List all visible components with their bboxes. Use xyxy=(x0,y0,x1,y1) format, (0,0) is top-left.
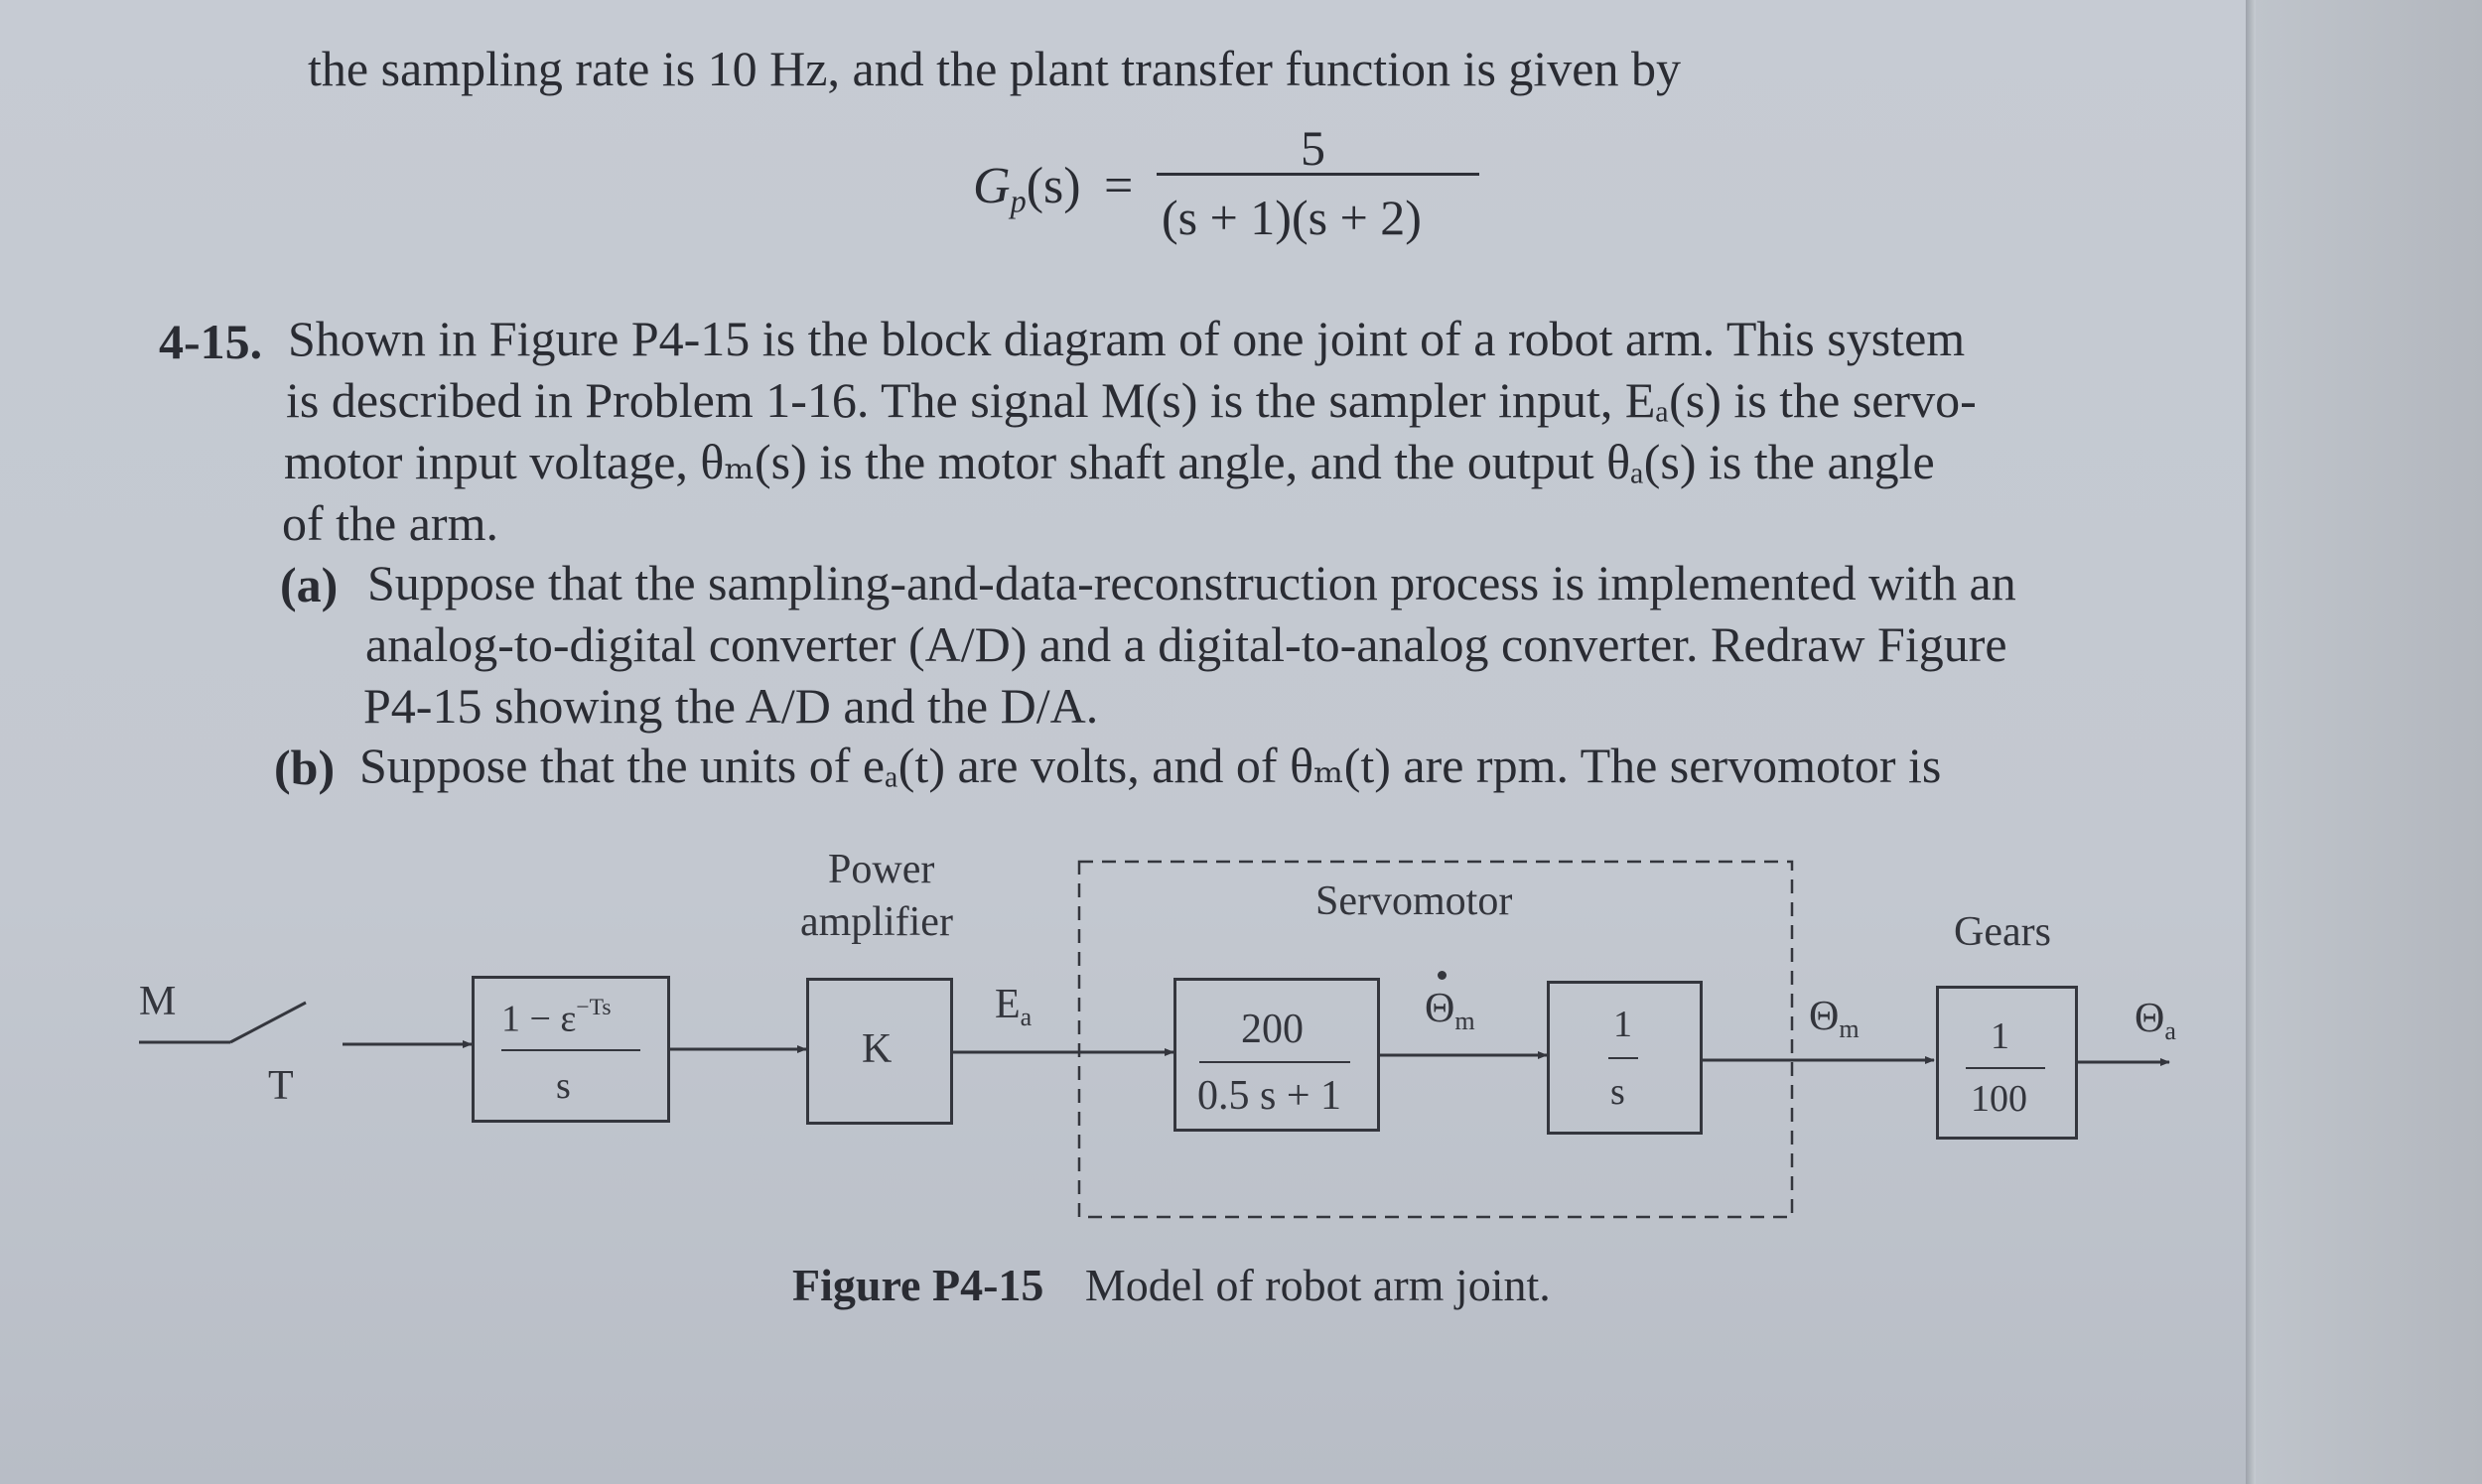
theta-dot-label: Θm xyxy=(1425,986,1475,1035)
gears-denominator: 100 xyxy=(1971,1078,2027,1120)
servo-fraction-bar xyxy=(1199,1061,1350,1063)
servomotor-title: Servomotor xyxy=(1315,878,1513,924)
adjacent-page xyxy=(2256,0,2482,1484)
part-b-line: Suppose that the units of eₐ(t) are volt… xyxy=(359,738,1942,793)
servo-denominator: 0.5 s + 1 xyxy=(1197,1073,1342,1119)
derivative-dot xyxy=(1438,971,1447,980)
integrator-denominator: s xyxy=(1610,1071,1625,1113)
gears-numerator: 1 xyxy=(1991,1015,2009,1057)
theta-m-label: Θm xyxy=(1809,994,1860,1043)
amp-block xyxy=(806,978,953,1125)
integrator-fraction-bar xyxy=(1608,1057,1638,1059)
problem-line: of the arm. xyxy=(282,495,498,551)
part-b-label: (b) xyxy=(274,740,336,795)
zoh-fraction-bar xyxy=(501,1049,640,1051)
caption-label: Figure P4-15 xyxy=(792,1260,1044,1310)
sampler-switch xyxy=(229,1001,307,1044)
equation-lhs: Gp(s) xyxy=(973,158,1081,219)
amp-title-line1: Power xyxy=(828,847,935,892)
problem-line: is described in Problem 1-16. The signal… xyxy=(286,372,1977,428)
problem-line: motor input voltage, θₘ(s) is the motor … xyxy=(284,434,1935,489)
page-edge xyxy=(2246,0,2256,1484)
textbook-page xyxy=(0,0,2252,1484)
equation-denominator: (s + 1)(s + 2) xyxy=(1162,190,1422,245)
figure-caption: Figure P4-15 Model of robot arm joint. xyxy=(792,1259,1551,1311)
gears-title: Gears xyxy=(1954,909,2051,955)
caption-text: Model of robot arm joint. xyxy=(1084,1260,1551,1310)
servo-numerator: 200 xyxy=(1241,1007,1304,1052)
equation-fraction-bar xyxy=(1157,173,1479,176)
output-label: Θa xyxy=(2135,996,2176,1045)
problem-line: Shown in Figure P4-15 is the block diagr… xyxy=(288,311,1966,366)
sampler-label: T xyxy=(268,1063,294,1109)
ea-label: Ea xyxy=(995,982,1033,1031)
part-a-line: Suppose that the sampling-and-data-recon… xyxy=(367,555,2016,610)
zoh-denominator: s xyxy=(556,1065,571,1107)
equation-numerator: 5 xyxy=(1301,120,1325,176)
part-a-line: P4-15 showing the A/D and the D/A. xyxy=(363,678,1099,734)
equation-equals: = xyxy=(1104,158,1134,214)
integrator-block xyxy=(1547,981,1703,1135)
amp-gain: K xyxy=(862,1026,893,1072)
zoh-numerator: 1 − ε−Ts xyxy=(501,995,612,1040)
problem-number: 4-15. xyxy=(159,314,263,369)
servomotor-boundary xyxy=(1077,860,1794,1219)
input-label: M xyxy=(139,979,177,1024)
gears-fraction-bar xyxy=(1966,1067,2045,1069)
diagram-wires xyxy=(139,860,2170,1219)
part-a-line: analog-to-digital converter (A/D) and a … xyxy=(365,616,2007,672)
servo-block xyxy=(1173,978,1380,1132)
amp-title-line2: amplifier xyxy=(800,899,953,945)
part-a-label: (a) xyxy=(280,557,339,612)
gears-block xyxy=(1936,986,2078,1140)
intro-text: the sampling rate is 10 Hz, and the plan… xyxy=(308,41,1681,96)
integrator-numerator: 1 xyxy=(1613,1004,1632,1045)
zoh-block xyxy=(472,976,670,1123)
